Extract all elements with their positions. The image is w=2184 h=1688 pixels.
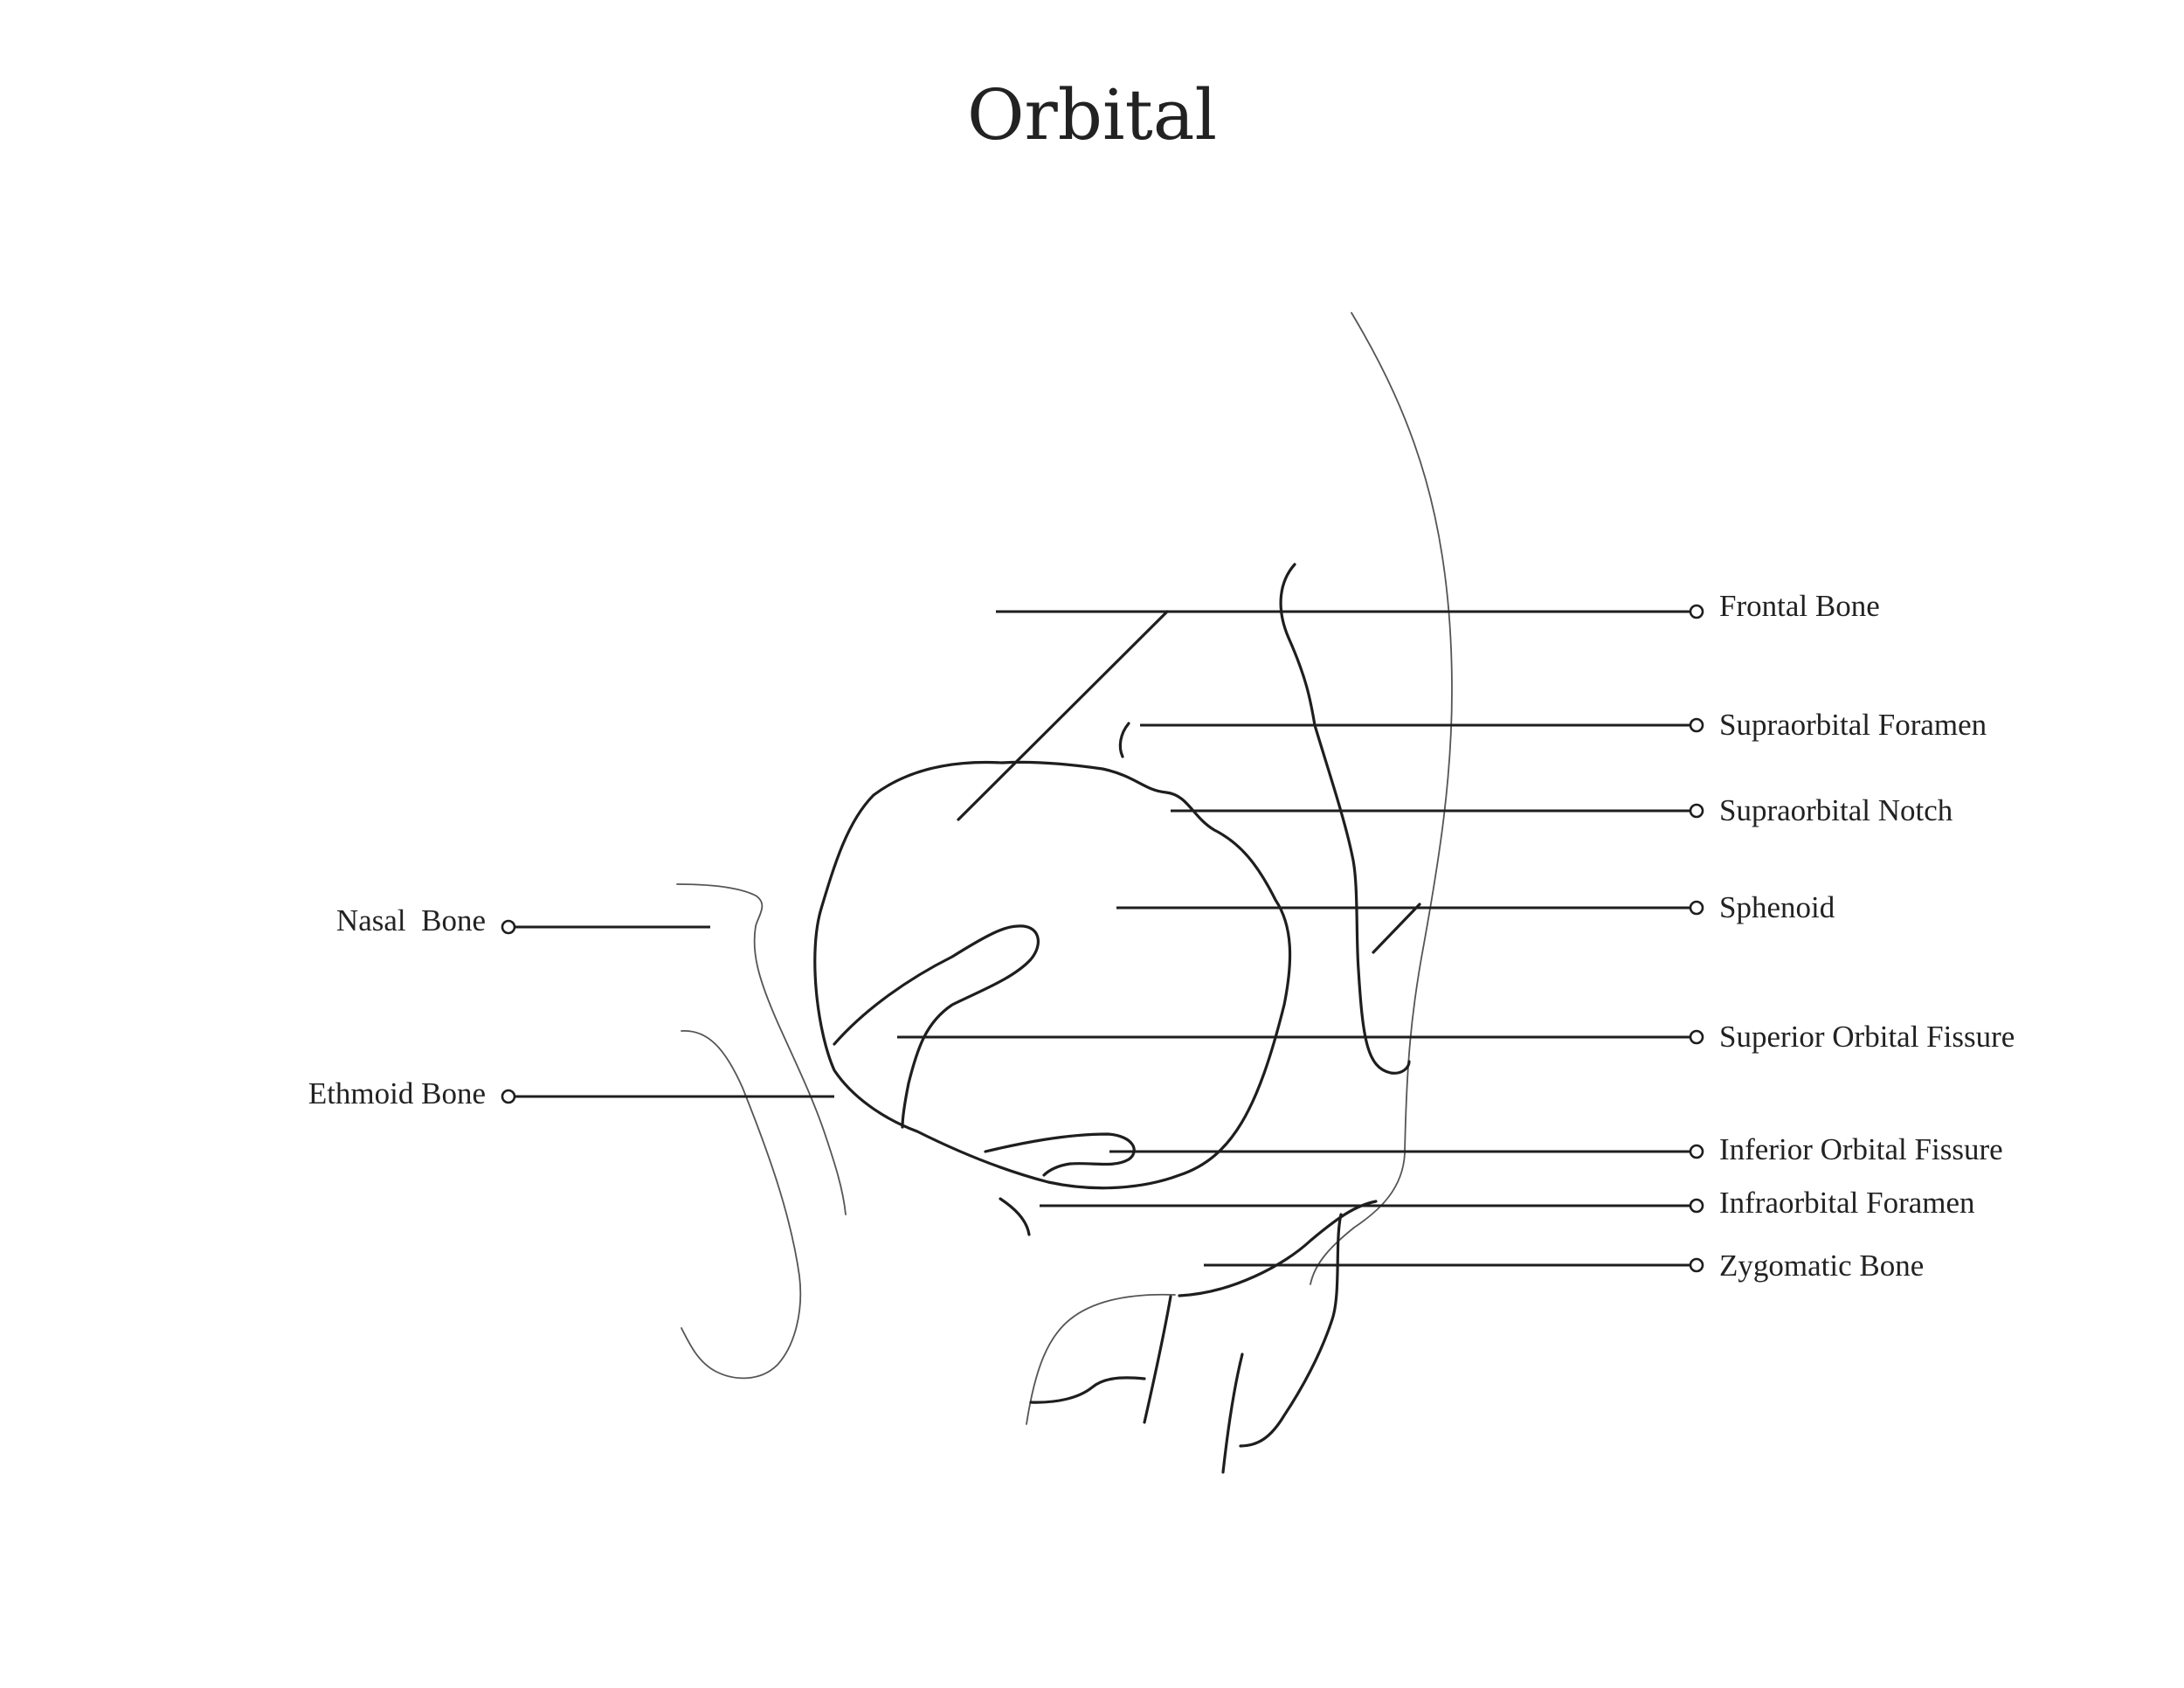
orbital-fissure-curve [833, 924, 1040, 1129]
leader-supraorbital-foramen: Supraorbital Foramen [1140, 708, 1987, 742]
maxilla-contour [1239, 1213, 1343, 1448]
zygomatic-contour [1178, 1200, 1378, 1297]
label-infraorbital-foramen: Infraorbital Foramen [1719, 1186, 1975, 1220]
skull-outline [676, 312, 1453, 1474]
inferior-fissure-loop [984, 1132, 1136, 1177]
sphenoid-diagonal-line [1372, 903, 1421, 954]
label-zygomatic-bone: Zygomatic Bone [1719, 1249, 1924, 1283]
orbit-rim [813, 760, 1292, 1190]
label-superior-orbital-fissure: Superior Orbital Fissure [1719, 1020, 2015, 1054]
label-nasal-bone: Nasal Bone [336, 903, 486, 937]
skull-profile-line [1310, 312, 1453, 1285]
maxilla-arc [1026, 1293, 1176, 1425]
leader-inferior-orbital-fissure: Inferior Orbital Fissure [1109, 1132, 2003, 1166]
temporal-ridge [1279, 563, 1411, 1075]
label-sphenoid: Sphenoid [1719, 890, 1835, 924]
label-supraorbital-notch: Supraorbital Notch [1719, 793, 1953, 827]
diagram-title: Orbital [966, 74, 1218, 156]
frontal-diagonal-line [957, 610, 1169, 821]
label-frontal-bone: Frontal Bone [1719, 589, 1880, 623]
label-supraorbital-foramen: Supraorbital Foramen [1719, 708, 1987, 742]
maxilla-notch [1029, 1376, 1146, 1404]
nasal-bone-contour [676, 883, 847, 1215]
leader-supraorbital-notch: Supraorbital Notch [1171, 793, 1953, 827]
nasal-bone-inner [681, 1030, 802, 1380]
infraorbital-foramen-mark [999, 1197, 1031, 1236]
supraorbital-foramen-mark [1118, 722, 1130, 758]
leader-superior-orbital-fissure: Superior Orbital Fissure [897, 1020, 2015, 1054]
leader-zygomatic-bone: Zygomatic Bone [1204, 1249, 1924, 1283]
leader-sphenoid: Sphenoid [1116, 890, 1835, 924]
tooth-line-2 [1221, 1352, 1244, 1474]
tooth-line-1 [1143, 1295, 1172, 1424]
label-inferior-orbital-fissure: Inferior Orbital Fissure [1719, 1132, 2003, 1166]
label-ethmoid-bone: Ethmoid Bone [308, 1076, 486, 1110]
leader-infraorbital-foramen: Infraorbital Foramen [1040, 1186, 1975, 1220]
leader-nasal-bone: Nasal Bone [336, 903, 710, 937]
leader-ethmoid-bone: Ethmoid Bone [308, 1076, 834, 1110]
leader-frontal-bone: Frontal Bone [996, 589, 1880, 623]
